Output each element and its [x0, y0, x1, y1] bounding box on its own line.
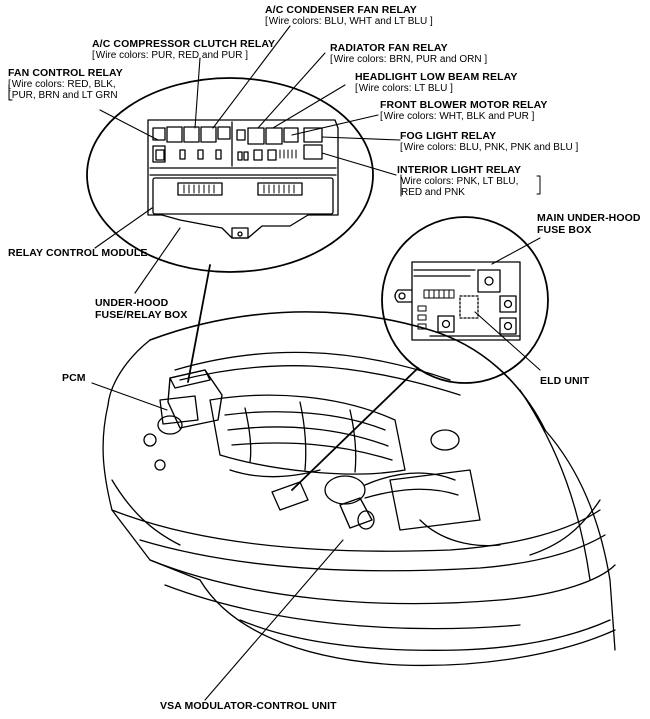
interior-light-relay-label: INTERIOR LIGHT RELAY Wire colors: PNK, L…: [397, 164, 521, 198]
interior-light-relay-title: INTERIOR LIGHT RELAY: [397, 164, 522, 176]
fog-light-relay-title: FOG LIGHT RELAY: [400, 130, 497, 142]
radiator-fan-relay-title: RADIATOR FAN RELAY: [330, 42, 448, 54]
main-under-hood-fuse-box-title-line-2: FUSE BOX: [537, 224, 592, 236]
under-hood-fuse-relay-box-label: UNDER-HOOD FUSE/RELAY BOX: [95, 297, 187, 321]
ac-condenser-fan-relay-wires: Wire colors: BLU, WHT and LT BLU: [265, 16, 433, 27]
interior-light-relay-wires-line-2: RED and PNK: [401, 187, 465, 198]
relay-control-module-title: RELAY CONTROL MODULE: [8, 247, 148, 259]
headlight-low-beam-relay-wires: Wire colors: LT BLU: [355, 83, 517, 94]
headlight-low-beam-relay-title: HEADLIGHT LOW BEAM RELAY: [355, 71, 518, 83]
under-hood-fuse-relay-box-title-line-2: FUSE/RELAY BOX: [95, 309, 188, 321]
vsa-modulator-control-unit-label: VSA MODULATOR-CONTROL UNIT: [160, 700, 337, 712]
leader-lines: [91, 25, 541, 701]
eld-unit-label: ELD UNIT: [540, 375, 589, 387]
headlight-low-beam-relay-label: HEADLIGHT LOW BEAM RELAY Wire colors: LT…: [355, 71, 517, 94]
fog-light-relay-wires: Wire colors: BLU, PNK, PNK and BLU: [400, 142, 578, 153]
main-under-hood-fuse-box-label: MAIN UNDER-HOOD FUSE BOX: [537, 212, 641, 236]
fan-control-relay-title: FAN CONTROL RELAY: [8, 67, 123, 79]
ac-compressor-clutch-relay-label: A/C COMPRESSOR CLUTCH RELAY Wire colors:…: [92, 38, 275, 61]
fuse-relay-box-detail-circle: [86, 77, 374, 273]
front-blower-motor-relay-label: FRONT BLOWER MOTOR RELAY Wire colors: WH…: [380, 99, 547, 122]
pcm-label: PCM: [62, 372, 86, 384]
main-under-hood-fuse-box-title-line-1: MAIN UNDER-HOOD: [537, 212, 641, 224]
vsa-modulator-control-unit-title: VSA MODULATOR-CONTROL UNIT: [160, 700, 337, 712]
front-blower-motor-relay-wires: Wire colors: WHT, BLK and PUR: [380, 111, 547, 122]
ac-compressor-clutch-relay-wires: Wire colors: PUR, RED and PUR: [92, 50, 275, 61]
fan-control-relay-label: FAN CONTROL RELAY Wire colors: RED, BLK,…: [8, 67, 123, 101]
front-blower-motor-relay-title: FRONT BLOWER MOTOR RELAY: [380, 99, 548, 111]
radiator-fan-relay-label: RADIATOR FAN RELAY Wire colors: BRN, PUR…: [330, 42, 487, 65]
pcm-title: PCM: [62, 372, 86, 384]
ac-condenser-fan-relay-label: A/C CONDENSER FAN RELAY Wire colors: BLU…: [265, 4, 433, 27]
main-fuse-box-detail-circle: [381, 216, 549, 384]
fan-control-relay-wires-line-2: PUR, BRN and LT GRN: [8, 90, 123, 101]
fan-control-relay-wires-line-1: Wire colors: RED, BLK,: [8, 79, 123, 90]
ac-condenser-fan-relay-title: A/C CONDENSER FAN RELAY: [265, 4, 417, 16]
fog-light-relay-label: FOG LIGHT RELAY Wire colors: BLU, PNK, P…: [400, 130, 578, 153]
interior-light-relay-wires-line-1: Wire colors: PNK, LT BLU,: [401, 176, 519, 187]
eld-unit-title: ELD UNIT: [540, 375, 590, 387]
vehicle-engine-bay-drawing: [102, 311, 616, 667]
relay-control-module-label: RELAY CONTROL MODULE: [8, 247, 147, 259]
under-hood-fuse-relay-box-title-line-1: UNDER-HOOD: [95, 297, 169, 309]
ac-compressor-clutch-relay-title: A/C COMPRESSOR CLUTCH RELAY: [92, 38, 276, 50]
radiator-fan-relay-wires: Wire colors: BRN, PUR and ORN: [330, 54, 487, 65]
